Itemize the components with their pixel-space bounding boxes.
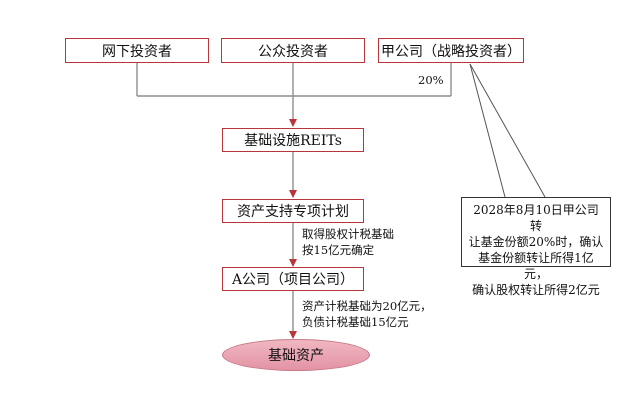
asset-basis-line1: 资产计税基础为20亿元，: [302, 299, 432, 313]
abs-box: 资产支持专项计划: [222, 199, 364, 223]
project-company-label: A公司（项目公司）: [231, 272, 355, 288]
reits-label: 基础设施REITs: [244, 133, 342, 149]
callout-line2: 让基金份额20%时，确认: [468, 235, 604, 249]
public-investor-box: 公众投资者: [221, 38, 365, 63]
callout-pointer-left: [469, 63, 506, 198]
strategic-share-label: 20%: [418, 73, 444, 87]
equity-basis-note: 取得股权计税基础 按15亿元确定: [302, 226, 394, 258]
callout-pointer-right: [469, 63, 546, 198]
offline-investor-label: 网下投资者: [102, 43, 172, 60]
equity-basis-line1: 取得股权计税基础: [302, 227, 394, 241]
asset-label: 基础资产: [268, 348, 324, 364]
callout-line3: 基金份额转让所得1亿元，: [478, 251, 594, 281]
callout-line4: 确认股权转让所得2亿元: [472, 283, 600, 297]
offline-investor-box: 网下投资者: [65, 38, 209, 63]
asset-basis-line2: 负债计税基础15亿元: [302, 315, 409, 329]
equity-basis-line2: 按15亿元确定: [302, 243, 375, 257]
reits-box: 基础设施REITs: [222, 128, 364, 152]
abs-label: 资产支持专项计划: [237, 204, 349, 220]
transfer-callout: 2028年8月10日甲公司转 让基金份额20%时，确认 基金份额转让所得1亿元，…: [461, 197, 611, 297]
strategic-investor-box: 甲公司（战略投资者）: [378, 38, 524, 63]
strategic-investor-label: 甲公司（战略投资者）: [381, 43, 521, 60]
callout-line1: 2028年8月10日甲公司转: [473, 203, 599, 233]
asset-basis-note: 资产计税基础为20亿元， 负债计税基础15亿元: [302, 298, 432, 330]
asset-ellipse: 基础资产: [222, 339, 370, 371]
public-investor-label: 公众投资者: [258, 43, 328, 60]
project-company-box: A公司（项目公司）: [222, 267, 364, 291]
